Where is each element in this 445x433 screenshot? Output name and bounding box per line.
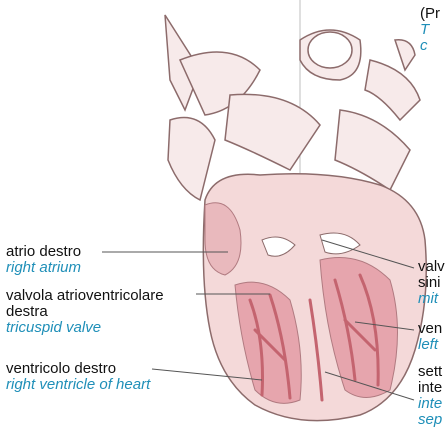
label-top-right: (Pr T c — [420, 6, 440, 54]
label-right-ventricle-english: right ventricle of heart — [6, 377, 150, 393]
label-tricuspid-italian-line1: valvola atrioventricolare — [6, 288, 164, 304]
label-septum-english-line1: inte — [418, 396, 442, 412]
label-left-ventricle-english: left — [418, 337, 442, 353]
label-left-ventricle: ven left — [418, 321, 442, 353]
label-top-right-line3: c — [420, 38, 440, 54]
label-septum-italian-line2: inte — [418, 380, 442, 396]
label-right-atrium: atrio destro right atrium — [6, 244, 81, 276]
label-right-atrium-english: right atrium — [6, 260, 81, 276]
heart-body — [203, 174, 426, 421]
label-top-right-line2: T — [420, 22, 440, 38]
label-tricuspid-valve: valvola atrioventricolare destra tricusp… — [6, 288, 164, 336]
label-top-right-line1: (Pr — [420, 6, 440, 22]
label-mitral-valve: valv sini mit — [418, 259, 445, 307]
label-right-ventricle: ventricolo destro right ventricle of hea… — [6, 361, 150, 393]
great-vessels — [165, 15, 420, 200]
label-mitral-english: mit — [418, 291, 445, 307]
label-tricuspid-english: tricuspid valve — [6, 320, 164, 336]
label-septum-italian-line1: sett — [418, 364, 442, 380]
label-septum-english-line2: sep — [418, 412, 442, 428]
label-mitral-italian-line2: sini — [418, 275, 445, 291]
label-right-ventricle-italian: ventricolo destro — [6, 361, 150, 377]
label-mitral-italian-line1: valv — [418, 259, 445, 275]
label-septum: sett inte inte sep — [418, 364, 442, 428]
label-tricuspid-italian-line2: destra — [6, 304, 164, 320]
label-left-ventricle-italian: ven — [418, 321, 442, 337]
label-right-atrium-italian: atrio destro — [6, 244, 81, 260]
